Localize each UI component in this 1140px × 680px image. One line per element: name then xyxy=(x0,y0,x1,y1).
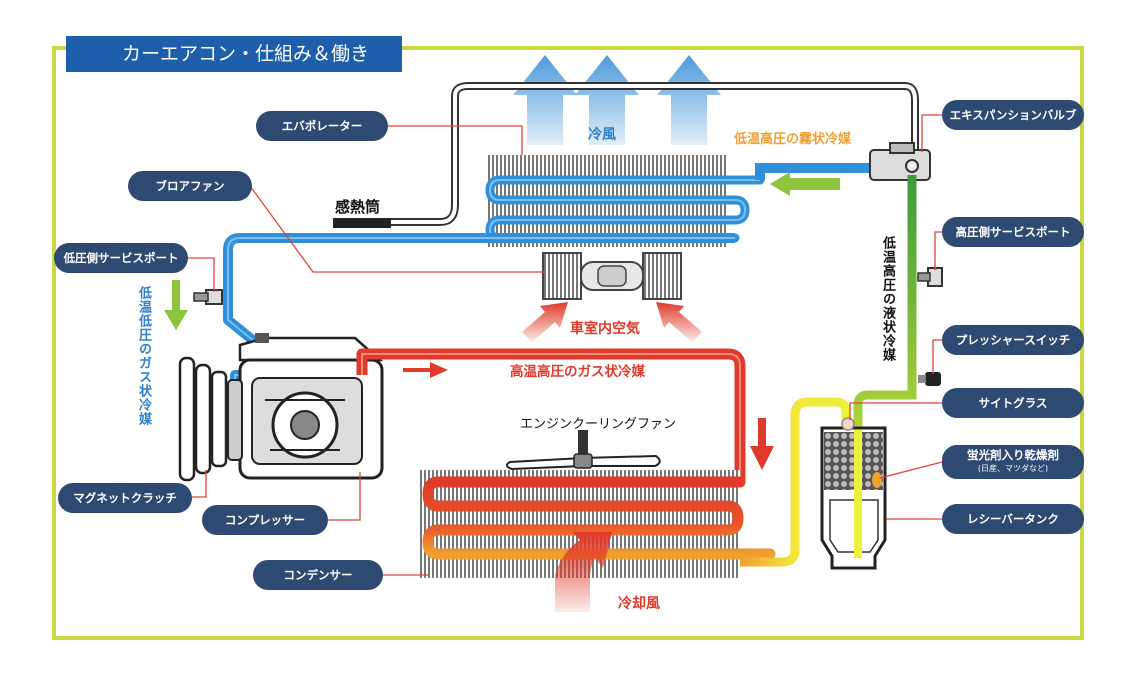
label-low-pressure-port: 低圧側サービスポート xyxy=(54,243,188,273)
blower-fan xyxy=(542,252,682,300)
desiccant-note: (日産、マツダなど) xyxy=(977,464,1049,473)
label-blower-fan: ブロアファン xyxy=(128,171,252,201)
label-high-pressure-port: 高圧側サービスポート xyxy=(942,217,1084,247)
compressor xyxy=(238,333,384,480)
pressure-switch-fitting xyxy=(918,372,941,386)
label-expansion-valve: エキスパンションバルブ xyxy=(942,100,1084,130)
cooling-air-label: 冷却風 xyxy=(618,596,660,612)
engine-cooling-fan-label: エンジンクーリングファン xyxy=(520,417,677,432)
flow-arrow-down-red xyxy=(750,418,774,470)
label-condenser: コンデンサー xyxy=(253,560,383,590)
flow-arrow-right-red xyxy=(403,362,448,378)
liquid-line-upper xyxy=(853,175,917,560)
label-magnet-clutch: マグネットクラッチ xyxy=(58,483,192,513)
flow-arrow-down-green xyxy=(164,280,188,330)
expansion-valve xyxy=(869,142,931,181)
gas-refrigerant-low-label: 低温低圧のガス状冷媒 xyxy=(136,286,151,426)
liquid-refrigerant-label: 低温高圧の液状冷媒 xyxy=(880,236,895,362)
high-pressure-port-fitting xyxy=(917,267,943,287)
flow-arrow-green xyxy=(770,172,840,196)
leader-lines xyxy=(188,114,943,576)
thermo-bulb xyxy=(333,218,391,228)
label-desiccant: 蛍光剤入り乾燥剤 (日産、マツダなど) xyxy=(942,445,1084,479)
label-sight-glass: サイトグラス xyxy=(942,388,1084,418)
cabin-air-arrows xyxy=(522,302,702,342)
thermo-bulb-label: 感熱筒 xyxy=(335,198,381,216)
cold-air-arrows xyxy=(513,55,721,145)
label-compressor: コンプレッサー xyxy=(202,505,328,535)
cabin-air-label: 車室内空気 xyxy=(570,321,640,337)
label-pressure-switch: プレッシャースイッチ xyxy=(942,325,1084,355)
mist-refrigerant-label: 低温高圧の霧状冷媒 xyxy=(734,132,852,147)
diagram-title: カーエアコン・仕組み＆働き xyxy=(66,36,402,72)
cooling-air-arrow xyxy=(555,532,612,612)
magnet-clutch xyxy=(178,356,243,482)
desiccant-label-text: 蛍光剤入り乾燥剤 xyxy=(967,448,1059,462)
valve-to-evaporator-line xyxy=(755,163,895,180)
low-pressure-port-fitting xyxy=(193,289,223,305)
receiver-tank xyxy=(820,417,887,570)
liquid-line-lower xyxy=(740,397,851,567)
gas-refrigerant-high-label: 高温高圧のガス状冷媒 xyxy=(510,364,645,380)
cold-air-label: 冷風 xyxy=(588,127,616,143)
condenser-coil xyxy=(422,476,776,560)
label-receiver-tank: レシーバータンク xyxy=(942,504,1084,534)
label-evaporator: エバポレーター xyxy=(256,111,388,141)
engine-cooling-fan xyxy=(506,430,661,471)
